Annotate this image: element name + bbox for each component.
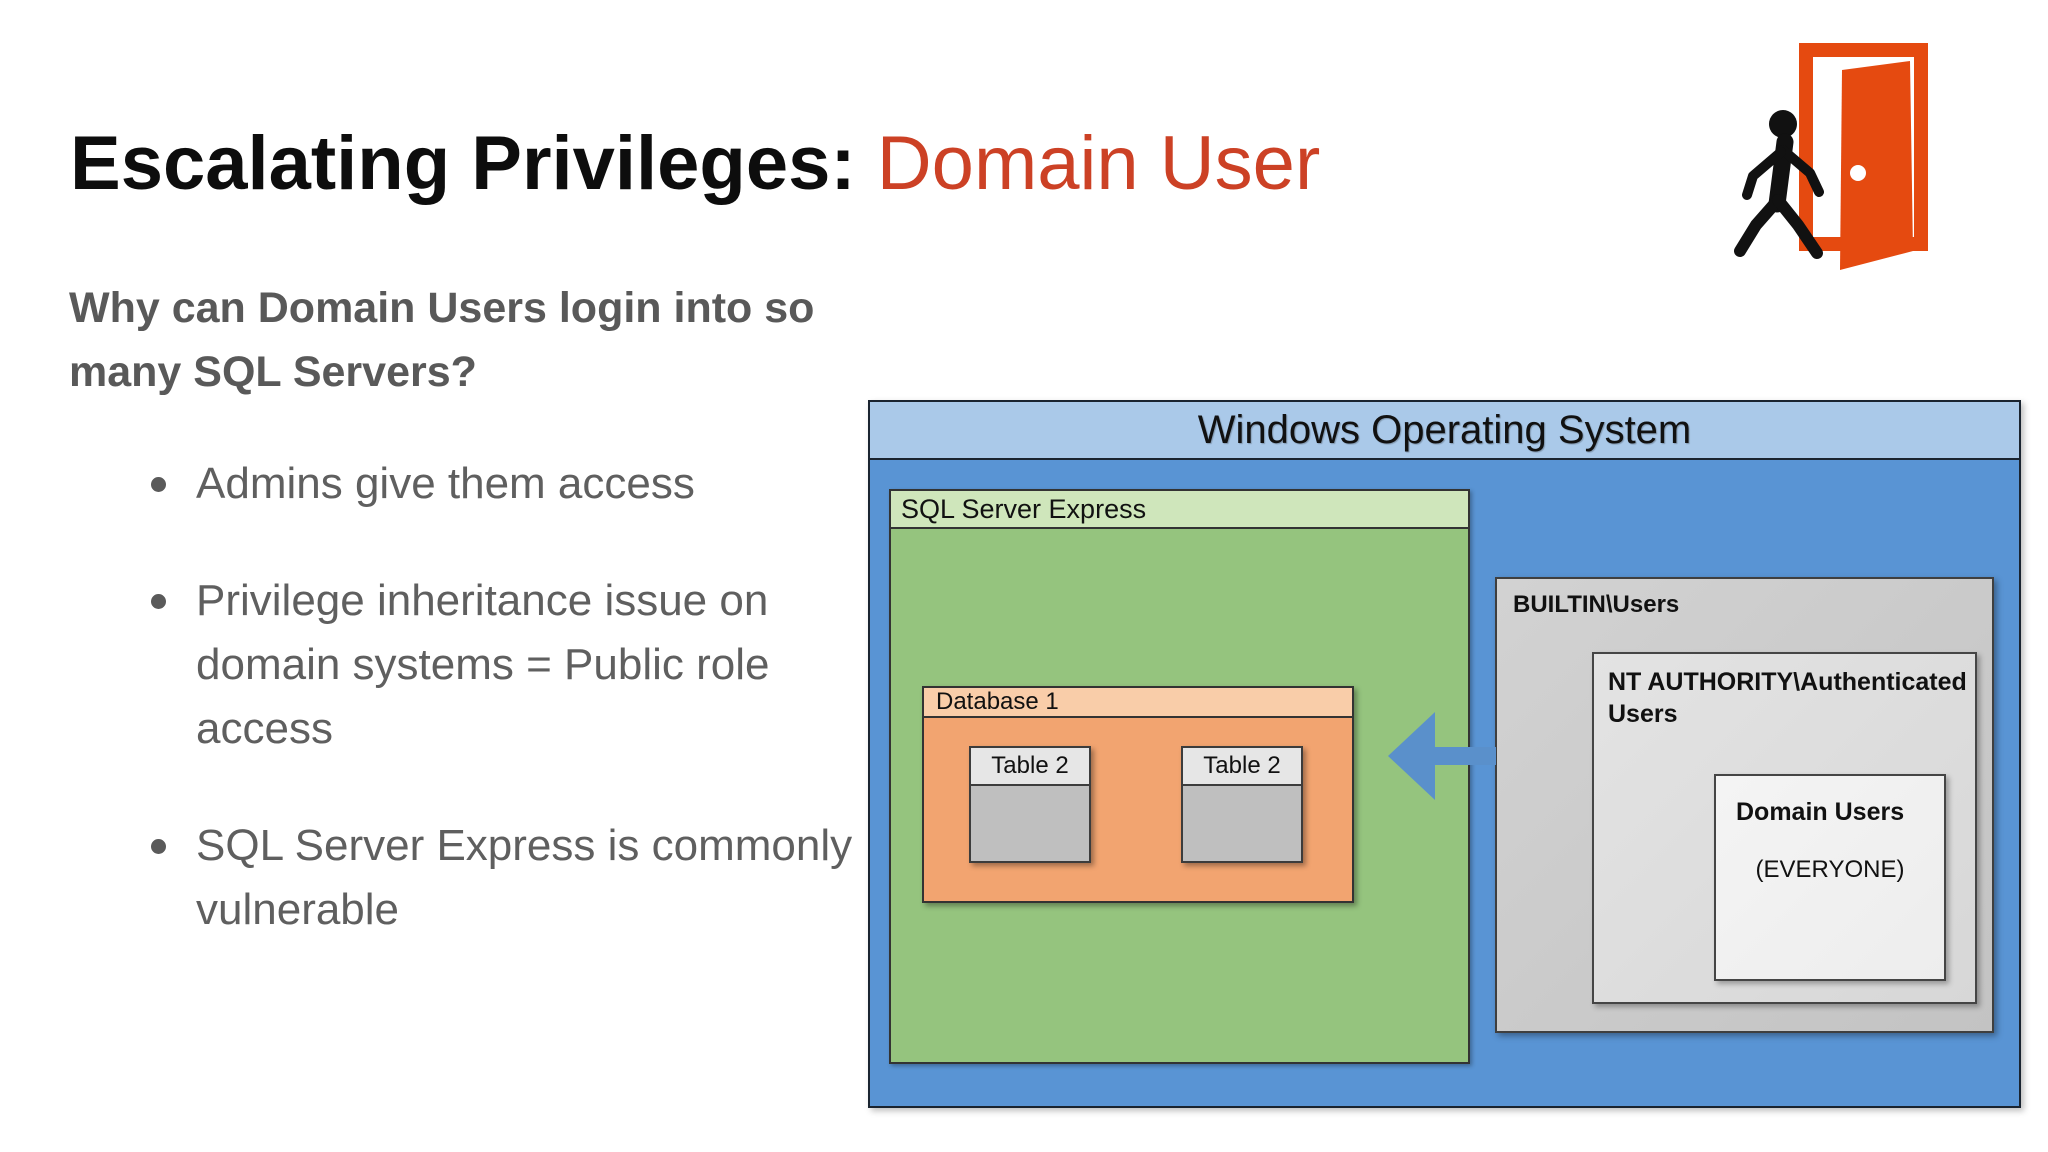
question-heading: Why can Domain Users login into so many … — [69, 276, 814, 404]
page-title: Escalating Privileges: Domain User — [70, 122, 1320, 206]
bullet-dot — [151, 477, 166, 492]
builtin-users-label: BUILTIN\Users — [1513, 591, 1680, 618]
nt-authority-label: NT AUTHORITY\Authenticated Users — [1608, 666, 1967, 730]
bullet-dot — [151, 594, 166, 609]
bullet-list: Admins give them access Privilege inheri… — [151, 452, 871, 995]
table-box-right: Table 2 — [1181, 746, 1303, 863]
bullet-1-line-1: Admins give them access — [196, 459, 695, 508]
title-prefix: Escalating Privileges: — [70, 121, 877, 206]
sql-server-express-box: SQL Server Express Database 1 Table 2 Ta… — [889, 489, 1470, 1064]
nt-authority-box: NT AUTHORITY\Authenticated Users Domain … — [1592, 652, 1977, 1004]
bullet-item-1: Admins give them access — [151, 452, 871, 516]
bullet-3-line-2: vulnerable — [196, 885, 400, 934]
database-box-title: Database 1 — [924, 688, 1352, 718]
bullet-item-2: Privilege inheritance issue on domain sy… — [151, 569, 871, 761]
question-line-1: Why can Domain Users login into so — [69, 284, 815, 332]
bullet-2-line-1: Privilege inheritance issue on — [196, 576, 769, 625]
sql-box-title: SQL Server Express — [891, 491, 1468, 529]
table-left-label: Table 2 — [971, 748, 1089, 786]
question-line-2: many SQL Servers? — [69, 348, 477, 396]
bullet-2-line-2: domain systems = Public role — [196, 640, 770, 689]
os-box-title: Windows Operating System — [870, 402, 2019, 460]
everyone-label: (EVERYONE) — [1755, 856, 1905, 883]
bullet-dot — [151, 839, 166, 854]
left-arrow-icon — [1388, 712, 1496, 800]
nt-label-line-1: NT AUTHORITY\Authenticated — [1608, 668, 1967, 696]
nt-label-line-2: Users — [1608, 700, 1678, 728]
windows-os-diagram: Windows Operating System SQL Server Expr… — [868, 400, 2021, 1108]
builtin-users-box: BUILTIN\Users NT AUTHORITY\Authenticated… — [1495, 577, 1994, 1033]
domain-users-label: Domain Users — [1736, 798, 1905, 826]
bullet-3-line-1: SQL Server Express is commonly — [196, 821, 853, 870]
title-highlight: Domain User — [876, 121, 1321, 206]
database-1-box: Database 1 Table 2 Table 2 — [922, 686, 1354, 903]
bullet-2-line-3: access — [196, 704, 333, 753]
domain-users-box: Domain Users (EVERYONE) — [1714, 774, 1946, 981]
table-box-left: Table 2 — [969, 746, 1091, 863]
bullet-item-3: SQL Server Express is commonly vulnerabl… — [151, 814, 871, 942]
table-right-label: Table 2 — [1183, 748, 1301, 786]
walking-person-icon — [1734, 110, 1824, 259]
exit-door-icon — [1734, 43, 1928, 270]
